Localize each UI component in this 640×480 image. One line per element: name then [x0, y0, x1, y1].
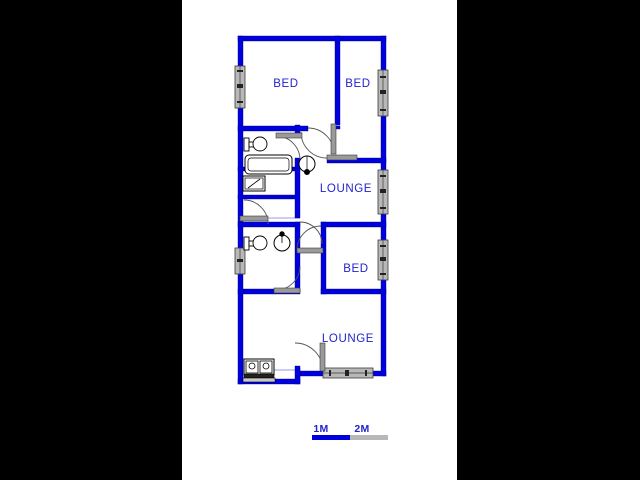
basin-lower-icon — [273, 231, 291, 252]
basin-upper-icon — [298, 155, 316, 175]
door-bathroom-upper — [239, 199, 269, 225]
door-bed-top-left — [307, 123, 337, 155]
toilet-lower-icon — [243, 235, 268, 251]
wall-bed-middle-west — [320, 221, 327, 295]
scale-label-2m: 2M — [354, 423, 369, 435]
window-bed-top-right-east — [377, 69, 389, 117]
scale-label-1m: 1M — [313, 423, 328, 435]
room-label-lounge-lower: LOUNGE — [322, 333, 374, 345]
wall-exterior-west-lower — [237, 217, 244, 385]
vanity-upper-icon — [242, 175, 266, 192]
wall-bed-top-left-south — [237, 125, 309, 132]
scale-bar-active — [312, 435, 350, 440]
kitchen-sink-icon — [242, 358, 276, 383]
bathtub-upper-icon — [244, 154, 293, 175]
door-bed-top-right — [300, 131, 358, 161]
wall-exterior-north — [237, 35, 387, 42]
wall-bathroom-upper-south — [237, 194, 296, 200]
wall-bed-divider — [334, 35, 341, 126]
door-bathroom-lower — [273, 265, 301, 294]
floor-plan-drawing: BED BED LOUNGE BED LOUNGE 1M 2M — [234, 35, 389, 440]
floor-plan-canvas: BED BED LOUNGE BED LOUNGE 1M 2M — [182, 0, 457, 480]
room-label-bed-top-left: BED — [273, 78, 298, 90]
window-bathroom-lower-west — [234, 247, 246, 275]
wall-bed-middle-south — [320, 288, 387, 295]
room-label-bed-top-right: BED — [345, 78, 370, 90]
toilet-upper-icon — [243, 136, 268, 152]
window-bed-top-left-west — [234, 65, 246, 109]
fixtures — [242, 136, 316, 383]
room-labels: BED BED LOUNGE BED LOUNGE — [273, 78, 374, 345]
window-bed-middle-east — [377, 239, 389, 281]
wall-kitchen-east — [294, 365, 301, 385]
wall-bed-middle-north — [320, 221, 387, 228]
door-passage-lower — [299, 221, 323, 245]
window-lounge-lower-south — [322, 367, 374, 379]
letterbox-left — [0, 0, 182, 480]
room-label-lounge-upper: LOUNGE — [320, 183, 372, 195]
doors — [239, 123, 358, 372]
scale-bar: 1M 2M — [312, 423, 388, 440]
wall-bathroom-lower-north — [237, 221, 301, 228]
window-lounge-upper-east — [377, 169, 389, 215]
door-bed-middle — [296, 225, 324, 254]
room-label-bed-middle: BED — [343, 263, 368, 275]
windows — [234, 65, 389, 379]
door-hall-upper — [275, 132, 303, 161]
door-lounge-lower — [294, 342, 326, 372]
wall-bathroom-lower-east — [294, 221, 301, 293]
letterbox-right — [457, 0, 640, 480]
wall-bathroom-upper-east — [294, 157, 301, 219]
